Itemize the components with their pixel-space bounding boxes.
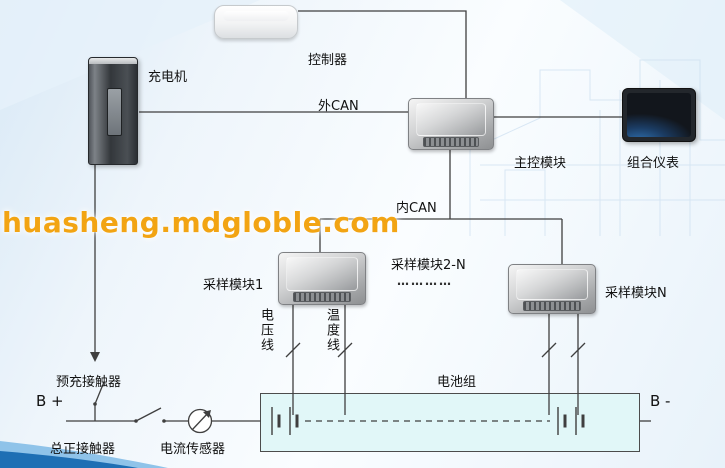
main-positive-contactor-symbol — [134, 407, 189, 423]
sampling-module-n-device — [508, 264, 596, 314]
current-sensor-symbol — [187, 408, 261, 434]
battery-pack-label: 电池组 — [437, 375, 477, 390]
current-sensor-label: 电流传感器 — [160, 442, 226, 457]
instrument-screen — [627, 93, 691, 137]
instrument-cluster-label: 组合仪表 — [627, 156, 680, 171]
sampling-module-1-label: 采样模块1 — [203, 278, 264, 293]
battery-pack-box — [260, 393, 640, 452]
internal-can-label: 内CAN — [396, 201, 437, 216]
b-minus-terminal-label: B - — [650, 392, 671, 410]
controller-device — [214, 5, 298, 39]
charger-label: 充电机 — [148, 70, 188, 85]
building-sketch — [469, 59, 725, 236]
temperature-line-label: 温度线 — [324, 308, 339, 353]
sampling-module-2n-label: 采样模块2-N — [391, 258, 466, 273]
sampling-module-1-device — [278, 252, 366, 305]
precharge-contactor-label: 预充接触器 — [56, 375, 122, 390]
voltage-line-label: 电压线 — [258, 308, 273, 353]
wire-charger-to-precharge — [90, 165, 100, 362]
external-can-label: 外CAN — [318, 99, 359, 114]
main-control-module-device — [408, 98, 494, 150]
main-positive-contactor-label: 总正接触器 — [50, 442, 116, 457]
main-module-label: 主控模块 — [514, 156, 567, 171]
b-plus-terminal-label: B + — [36, 392, 64, 410]
watermark-text: huasheng.mdgloble.com — [2, 206, 400, 239]
charger-device — [88, 57, 138, 165]
sampling-module-2n-dots: ………… — [397, 274, 453, 288]
controller-label: 控制器 — [308, 53, 348, 68]
sampling-module-n-label: 采样模块N — [605, 286, 667, 301]
instrument-cluster-device — [622, 88, 696, 142]
